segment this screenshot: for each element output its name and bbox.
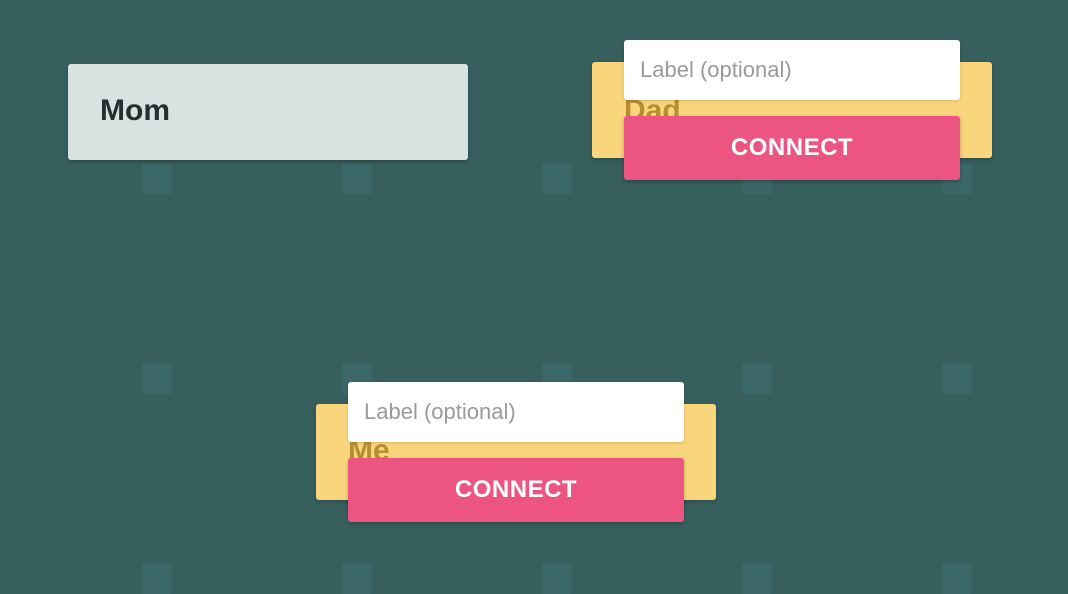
grid-dot — [542, 564, 572, 594]
connect-button[interactable]: CONNECT — [624, 116, 960, 180]
grid-dot — [742, 364, 772, 394]
grid-dot — [942, 364, 972, 394]
grid-dot — [142, 364, 172, 394]
person-node-mom[interactable]: Mom — [68, 64, 468, 160]
relationship-label-input[interactable] — [348, 382, 684, 442]
grid-dot — [542, 164, 572, 194]
grid-dot — [342, 564, 372, 594]
grid-dot — [342, 164, 372, 194]
person-name: Mom — [100, 94, 170, 127]
grid-dot — [142, 164, 172, 194]
grid-dot — [742, 564, 772, 594]
relationship-label-input[interactable] — [624, 40, 960, 100]
connect-button[interactable]: CONNECT — [348, 458, 684, 522]
grid-dot — [942, 564, 972, 594]
grid-dot — [142, 564, 172, 594]
